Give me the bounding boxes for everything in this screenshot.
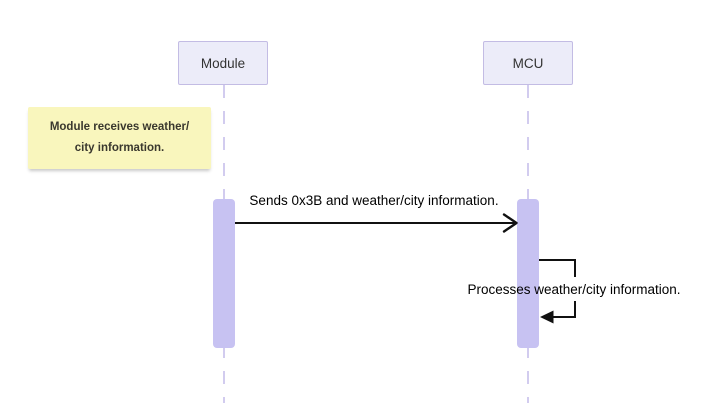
- actor-box-mcu: MCU: [483, 41, 573, 85]
- actor-box-module: Module: [178, 41, 268, 85]
- message-label-process: Processes weather/city information.: [467, 282, 681, 297]
- note-line-1: Module receives weather/: [49, 121, 190, 133]
- activation-bar-mcu: [517, 199, 539, 348]
- self-loop-line-bottom: [552, 301, 576, 318]
- message-label-send: Sends 0x3B and weather/city information.: [249, 193, 499, 208]
- self-loop-line-top: [539, 259, 576, 277]
- actor-label-module: Module: [200, 55, 246, 71]
- open-arrowhead-icon: [502, 213, 518, 233]
- actor-label-mcu: MCU: [512, 55, 544, 71]
- note-line-2: city information.: [74, 142, 165, 154]
- activation-bar-module: [213, 199, 235, 348]
- filled-arrowhead-icon: [540, 310, 554, 324]
- note: Module receives weather/ city informatio…: [28, 107, 211, 169]
